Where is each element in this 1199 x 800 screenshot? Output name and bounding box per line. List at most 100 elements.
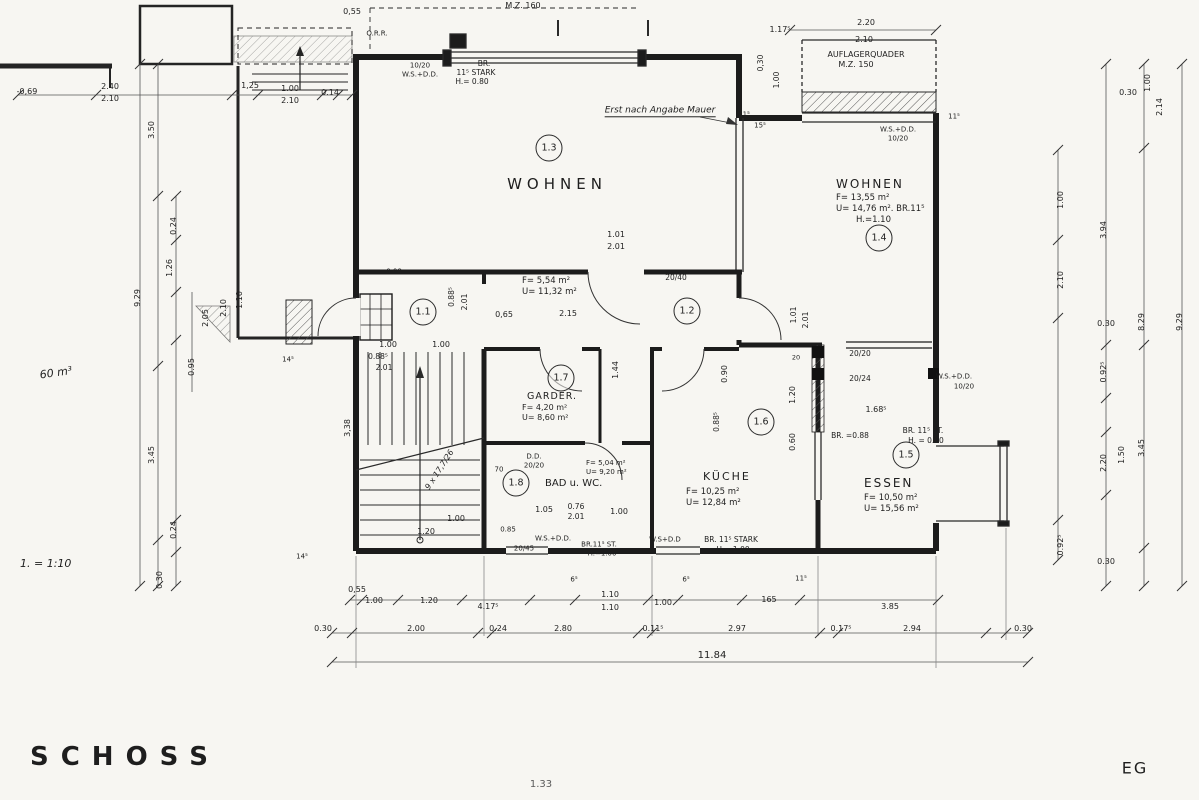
dim-label: 2.10 <box>855 34 873 44</box>
room-number-essen-15: 1.5 <box>892 441 920 469</box>
title-block: SCHOSS <box>30 742 220 772</box>
dim-label: 2.80 <box>554 623 572 633</box>
note-ws-ne: W.S.+D.D. <box>879 125 917 134</box>
dim-label: 2.10 <box>101 93 119 103</box>
room-area-bad-18: F= 5,04 m² <box>586 459 626 467</box>
porch <box>236 27 356 345</box>
dim-label: 0.14 <box>321 87 339 97</box>
dim-label: 2.14 <box>1154 98 1164 116</box>
room-number-garderobe-17: 1.7 <box>547 364 575 392</box>
dim-label: 1.00 <box>281 83 299 93</box>
dim-label: 11⁵ <box>795 574 807 583</box>
dim-label: 0.88⁵ <box>712 412 722 432</box>
dim-label: 0.76 <box>567 502 585 512</box>
room-height-wohnen-14: H.=1.10 <box>856 215 891 225</box>
dim-label: 1.20 <box>417 526 435 536</box>
dim-label: -0,69 <box>16 86 38 96</box>
note-br-essen-h: H. = 0.60 <box>908 436 944 446</box>
room-number-wohnen-13: 1.3 <box>535 134 563 162</box>
dim-label: 2.00 <box>407 623 425 633</box>
dim-label: 0.88⁵ <box>447 287 457 307</box>
dim-label: 14⁵ <box>282 355 294 364</box>
note-south-wsdd2: W.S+D.D <box>649 535 681 544</box>
dim-label: 1.68⁵ <box>865 404 887 414</box>
room-area-wohnen-14: F= 13,55 m² <box>836 193 890 203</box>
dim-label: 1.00 <box>1142 74 1152 92</box>
dim-label: 0,55 <box>343 6 361 16</box>
dim-label: 1.26 <box>164 259 174 277</box>
dim-label: 1.44 <box>610 361 620 379</box>
note-ws-east: W.S.+D.D. <box>935 372 973 381</box>
dim-label: 0.90 <box>719 365 729 383</box>
dim-label: 0.95 <box>186 358 196 376</box>
existing-structures <box>0 4 353 344</box>
note-br-essen-st: BR. 11⁵ ST. <box>902 426 944 436</box>
note-orr: O.R.R. <box>366 29 388 38</box>
room-number-treppe-11: 1.1 <box>409 298 437 326</box>
note-beam-2040: 20/40 <box>665 273 687 283</box>
room-name-essen-15: ESSEN <box>864 476 914 490</box>
dim-label: 2.40 <box>101 81 119 91</box>
dim-label: 165 <box>761 594 777 604</box>
note-mz160: M.Z. 160 <box>505 0 541 10</box>
dim-label: 1.01 <box>607 229 625 239</box>
dim-label: 1.00 <box>654 597 672 607</box>
note-ws-top-size: 10/20 <box>409 61 431 70</box>
note-south-085: 0.85 <box>500 525 516 534</box>
dim-label: 1.00 <box>432 339 450 349</box>
dim-label: 20 <box>791 353 801 362</box>
room-perimeter-wohnen-14: U= 14,76 m². BR.11⁵ <box>836 204 925 214</box>
room-name-garderobe-17: GARDER. <box>527 391 578 402</box>
dim-label: 0,55 <box>348 584 366 594</box>
room-perimeter-kueche-16: U= 12,84 m² <box>686 498 741 508</box>
dim-label: 2.20 <box>1098 454 1108 472</box>
dim-label: 3.50 <box>146 121 156 139</box>
dim-label: 9.29 <box>132 289 142 307</box>
dim-label: 8.29 <box>1136 313 1146 331</box>
dim-label: 2.10 <box>1055 271 1065 289</box>
windows <box>369 7 1010 555</box>
note-dd: D.D. <box>526 452 542 461</box>
dim-label: 0,65 <box>495 309 513 319</box>
dim-label: 1.00 <box>447 513 465 523</box>
dim-label: 1.01 <box>789 306 799 324</box>
dim-label: 0.24 <box>489 623 507 633</box>
dim-label: 0.24 <box>168 521 178 539</box>
dim-label: 3.45 <box>1136 439 1146 457</box>
dim-label: 4.17⁵ <box>477 601 499 611</box>
room-number-wohnen-14: 1.4 <box>865 224 893 252</box>
dim-label: 3,38 <box>342 419 352 437</box>
note-dd-70: 70 <box>494 465 504 474</box>
dim-label: 1,25 <box>241 80 259 90</box>
dim-label: 1.10 <box>601 602 619 612</box>
note-column-2020: 20/20 <box>849 349 871 359</box>
note-south-wsdd: W.S.+D.D. <box>534 534 572 543</box>
dim-label: 0.24 <box>168 217 178 235</box>
note-column-2024: 20/24 <box>849 374 871 384</box>
note-parapet-height: H.= 0.80 <box>455 77 489 87</box>
dim-label: 0.11⁵ <box>642 623 664 633</box>
dim-label: 3.85 <box>881 601 899 611</box>
note-parapet-stark: 11⁵ STARK <box>456 68 496 78</box>
dim-label: 2.01 <box>567 512 585 522</box>
room-number-kueche-16: 1.6 <box>747 408 775 436</box>
note-ws-top: W.S.+D.D. <box>401 70 439 79</box>
staircase <box>355 352 485 544</box>
room-area-garderobe-17: F= 4,20 m² <box>522 403 568 412</box>
note-south-br: BR.11⁵ ST. <box>581 540 617 549</box>
dim-label: 6⁵ <box>570 575 578 584</box>
room-area-flur-12: F= 5,54 m² <box>522 276 571 286</box>
room-number-bad-18: 1.8 <box>502 469 530 497</box>
note-auflager-mz: M.Z. 150 <box>838 59 874 69</box>
note-erst-nach-angabe: Erst nach Angabe Mauer <box>604 105 716 118</box>
dim-label: 0.60 <box>787 433 797 451</box>
note-ws-east-size: 10/20 <box>953 382 975 391</box>
dim-label: 2.94 <box>903 623 921 633</box>
dim-label: 0.30 <box>1014 623 1032 633</box>
room-name-wohnen-14: WOHNEN <box>836 177 904 191</box>
dim-label: 0.30 <box>314 623 332 633</box>
dim-label: 3.45 <box>146 446 156 464</box>
note-south-h2: H.= 1.00 <box>716 545 750 555</box>
dim-label: 1.00 <box>772 71 782 89</box>
dim-label: 20 <box>791 341 801 350</box>
